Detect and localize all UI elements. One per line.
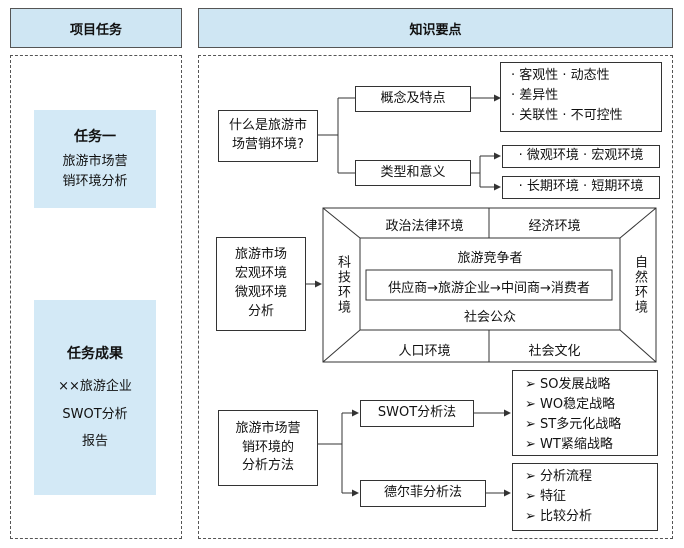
concept-features-box: 概念及特点 bbox=[355, 86, 471, 112]
header-knowledge-points-label: 知识要点 bbox=[409, 22, 462, 38]
task-result-box: 任务成果 ××旅游企业 SWOT分析 报告 bbox=[34, 300, 156, 495]
long-short-label: · 长期环境 · 短期环境 bbox=[518, 179, 644, 195]
swot-item-st: ➢ ST多元化战略 bbox=[525, 417, 622, 432]
supply-chain: 供应商→旅游企业→中间商→消费者 bbox=[388, 281, 590, 296]
swot-item-so: ➢ SO发展战略 bbox=[525, 377, 611, 392]
task-one-box: 任务一 旅游市场营 销环境分析 bbox=[34, 110, 156, 208]
population-environment: 人口环境 bbox=[398, 344, 451, 359]
micro-macro-label: · 微观环境 · 宏观环境 bbox=[518, 148, 644, 164]
what-is-line-2: 场营销环境? bbox=[232, 137, 304, 152]
delphi-items-list: ➢ 分析流程 ➢ 特征 ➢ 比较分析 bbox=[512, 463, 658, 531]
task-result-line-1: ××旅游企业 bbox=[58, 379, 132, 395]
header-knowledge-points: 知识要点 bbox=[198, 8, 673, 48]
task-one-line-1: 旅游市场营 bbox=[62, 154, 128, 169]
natural-environment: 自然环境 bbox=[632, 255, 647, 315]
delphi-item-features: ➢ 特征 bbox=[525, 489, 567, 504]
task-result-line-2: SWOT分析 bbox=[62, 406, 128, 422]
social-public: 社会公众 bbox=[463, 310, 516, 325]
delphi-method-box: 德尔菲分析法 bbox=[360, 480, 486, 507]
swot-method-label: SWOT分析法 bbox=[377, 405, 457, 421]
delphi-item-comparison: ➢ 比较分析 bbox=[525, 509, 593, 524]
what-is-line-1: 什么是旅游市 bbox=[228, 118, 307, 134]
task-result-title: 任务成果 bbox=[67, 345, 123, 362]
macro-micro-line-2: 宏观环境 bbox=[234, 266, 287, 282]
swot-item-wt: ➢ WT紧缩战略 bbox=[525, 437, 613, 452]
delphi-method-label: 德尔菲分析法 bbox=[383, 485, 462, 501]
macro-micro-analysis-box: 旅游市场 宏观环境 微观环境 分析 bbox=[216, 237, 306, 331]
macro-micro-line-1: 旅游市场 bbox=[234, 247, 287, 263]
task-result-line-3: 报告 bbox=[81, 433, 108, 449]
political-legal-environment: 政治法律环境 bbox=[385, 219, 464, 234]
concept-item-3: · 关联性 · 不可控性 bbox=[511, 108, 623, 123]
concept-item-2: · 差异性 bbox=[511, 88, 559, 103]
analysis-methods-line-2: 销环境的 bbox=[241, 439, 294, 455]
tourism-competitors: 旅游竞争者 bbox=[457, 251, 523, 266]
what-is-environment-box: 什么是旅游市 场营销环境? bbox=[218, 110, 318, 162]
header-project-tasks-label: 项目任务 bbox=[69, 22, 122, 38]
concept-features-list: · 客观性 · 动态性 · 差异性 · 关联性 · 不可控性 bbox=[500, 62, 662, 132]
header-project-tasks: 项目任务 bbox=[10, 8, 182, 48]
types-meaning-box: 类型和意义 bbox=[355, 160, 471, 186]
types-meaning-label: 类型和意义 bbox=[380, 164, 446, 180]
task-one-line-2: 销环境分析 bbox=[62, 173, 128, 189]
swot-item-wo: ➢ WO稳定战略 bbox=[525, 397, 616, 412]
social-culture: 社会文化 bbox=[528, 344, 581, 359]
task-one-title: 任务一 bbox=[74, 129, 116, 145]
swot-method-box: SWOT分析法 bbox=[360, 400, 474, 427]
concept-item-1: · 客观性 · 动态性 bbox=[511, 68, 610, 83]
analysis-methods-box: 旅游市场营 销环境的 分析方法 bbox=[218, 410, 318, 486]
economic-environment: 经济环境 bbox=[528, 219, 581, 234]
analysis-methods-line-3: 分析方法 bbox=[241, 458, 294, 474]
micro-macro-box: · 微观环境 · 宏观环境 bbox=[502, 145, 660, 168]
macro-micro-line-4: 分析 bbox=[247, 303, 274, 319]
concept-features-label: 概念及特点 bbox=[380, 90, 446, 106]
technology-environment: 科技环境 bbox=[335, 255, 350, 315]
delphi-item-process: ➢ 分析流程 bbox=[525, 469, 593, 484]
knowledge-panel bbox=[198, 55, 673, 539]
macro-micro-line-3: 微观环境 bbox=[234, 285, 287, 300]
analysis-methods-line-1: 旅游市场营 bbox=[235, 420, 301, 436]
swot-strategies-list: ➢ SO发展战略 ➢ WO稳定战略 ➢ ST多元化战略 ➢ WT紧缩战略 bbox=[512, 370, 658, 456]
tasks-panel bbox=[10, 55, 182, 539]
long-short-box: · 长期环境 · 短期环境 bbox=[502, 176, 660, 199]
